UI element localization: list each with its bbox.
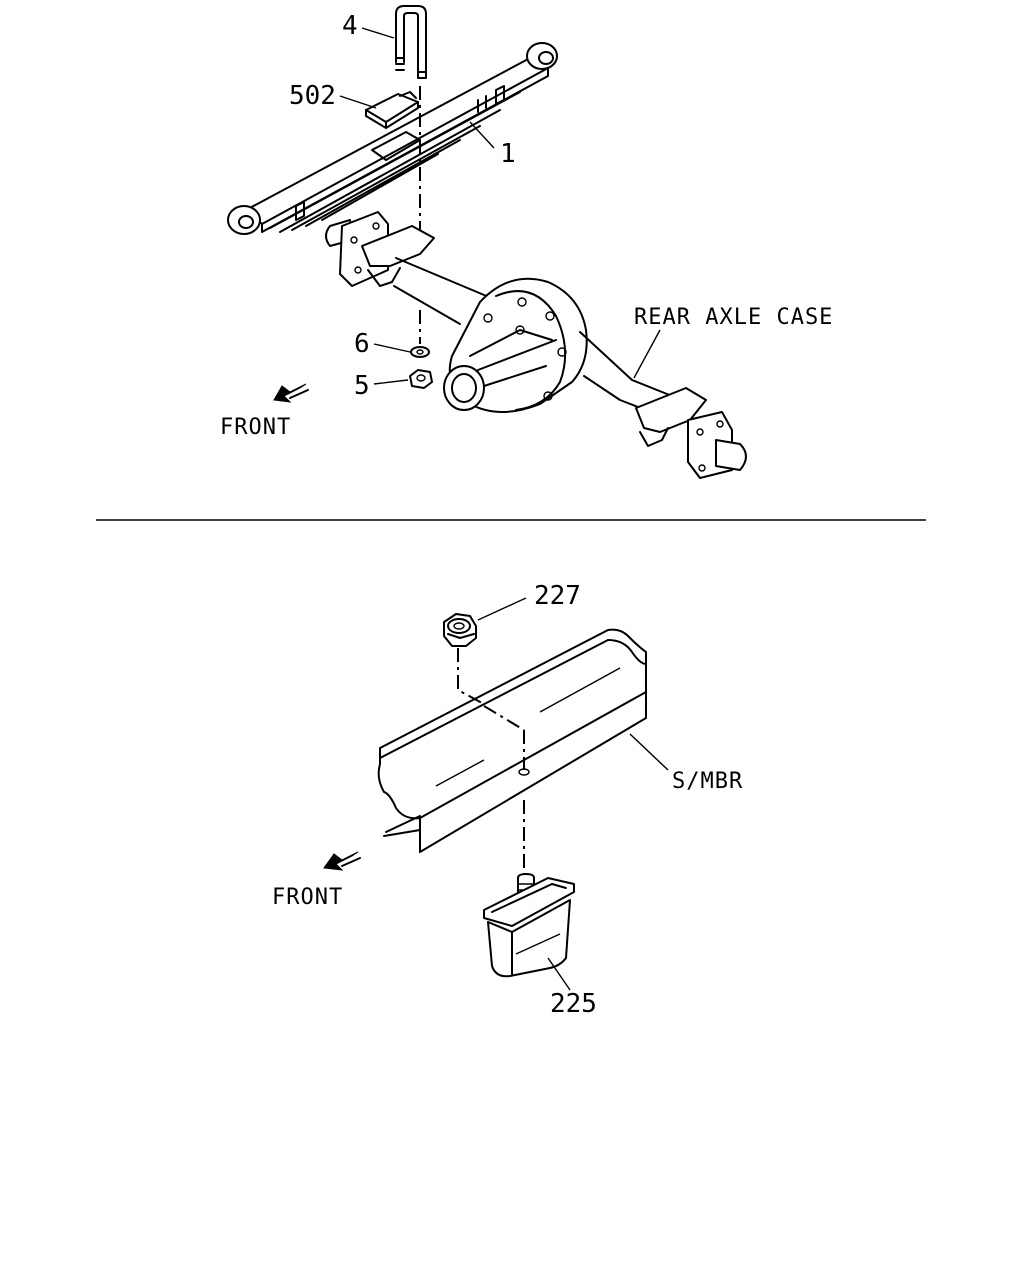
rear-axle-case (325, 211, 747, 479)
bump-stopper (483, 873, 575, 978)
spring-plate (365, 91, 419, 129)
side-member-label: S/MBR (672, 769, 743, 794)
front-label-top: FRONT (220, 415, 291, 440)
callout-6: 6 (354, 329, 370, 359)
bottom-assembly-view: 227 S/MBR 225 FRONT (272, 581, 743, 1019)
nut-227 (443, 613, 477, 647)
callout-502: 502 (289, 81, 336, 111)
front-arrow-icon (323, 851, 361, 871)
callout-227: 227 (534, 581, 581, 611)
callout-1: 1 (500, 139, 516, 169)
top-assembly-view: 4 502 1 6 5 REAR AXLE CASE FRONT (220, 5, 833, 479)
u-bolt (395, 5, 427, 79)
callout-4: 4 (342, 11, 358, 41)
side-member (377, 628, 647, 853)
rear-axle-case-label: REAR AXLE CASE (634, 305, 833, 330)
front-arrow-icon (273, 383, 309, 403)
callout-225: 225 (550, 989, 597, 1019)
front-label-bottom: FRONT (272, 885, 343, 910)
callout-5: 5 (354, 371, 370, 401)
washer (410, 346, 430, 358)
nut (409, 369, 433, 389)
